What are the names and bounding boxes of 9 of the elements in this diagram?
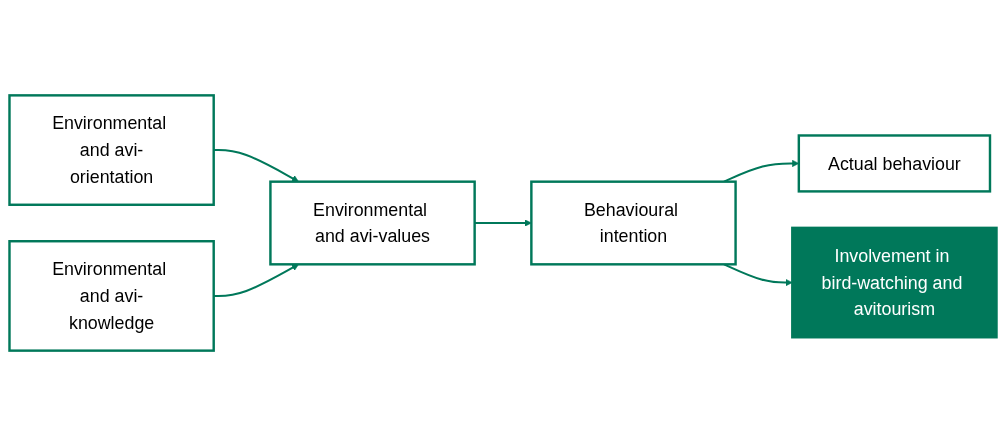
node-box: Actual behaviour bbox=[797, 133, 992, 193]
node-box: Environmental and avi-orientation bbox=[8, 93, 215, 206]
arrow bbox=[213, 263, 299, 297]
node-box: Involvement in bird-watching and avitourism bbox=[791, 226, 998, 338]
node-box: Behavioural intention bbox=[530, 179, 737, 266]
arrow bbox=[474, 218, 532, 227]
node-box: Environmental and avi-knowledge bbox=[8, 239, 215, 352]
node-box: Environmental and avi-values bbox=[269, 179, 476, 266]
arrow bbox=[213, 148, 299, 182]
